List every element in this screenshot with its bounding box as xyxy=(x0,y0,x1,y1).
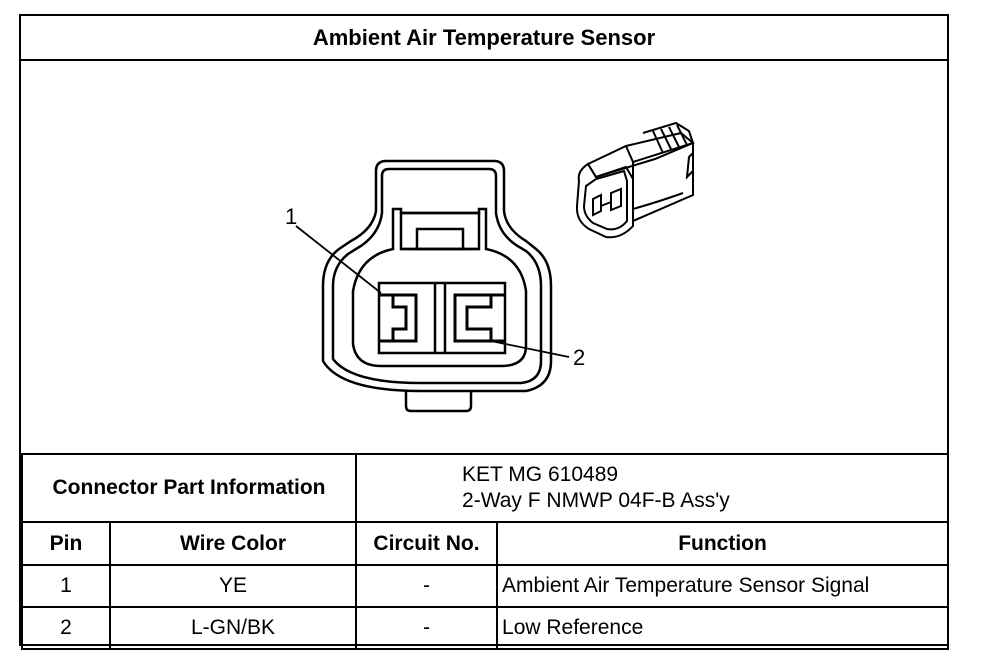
iso-face-inner xyxy=(582,169,628,231)
function-cell: Low Reference xyxy=(496,606,950,650)
connector-part-value: KET MG 610489 2-Way F NMWP 04F-B Ass'y xyxy=(355,453,950,523)
function-cell: Ambient Air Temperature Sensor Signal xyxy=(496,564,950,608)
connector-lock-bar xyxy=(399,211,481,251)
iso-body-top xyxy=(586,131,695,179)
connector-part-row: Connector Part Information KET MG 610489… xyxy=(20,453,950,523)
circuit-cell: - xyxy=(355,606,499,650)
connector-outer-shell xyxy=(321,159,553,393)
terminal-housing xyxy=(377,281,507,355)
connector-inner-shell xyxy=(331,167,543,385)
table-header-row: Pin Wire Color Circuit No. Function xyxy=(21,521,950,566)
connector-figure: 1 2 xyxy=(21,61,947,453)
header-function: Function xyxy=(496,521,950,566)
connector-face-view xyxy=(295,159,570,413)
wire-color-cell: YE xyxy=(108,564,358,608)
iso-face-terminals xyxy=(592,187,622,217)
iso-body-right xyxy=(685,152,694,180)
iso-face-outer xyxy=(575,162,634,239)
page-title: Ambient Air Temperature Sensor xyxy=(312,24,656,50)
iso-latch xyxy=(642,121,694,154)
callout-2-leader xyxy=(490,340,570,358)
callout-2-label: 2 xyxy=(573,345,586,370)
connector-drawing xyxy=(295,121,695,413)
connector-part-description: 2-Way F NMWP 04F-B Ass'y xyxy=(462,489,730,512)
table-row: 2 L-GN/BK - Low Reference xyxy=(21,606,950,650)
header-circuit-no: Circuit No. xyxy=(355,521,499,566)
iso-body-side xyxy=(625,142,694,222)
wire-color-cell: L-GN/BK xyxy=(108,606,358,650)
pin-1-terminal xyxy=(379,293,418,343)
pin-cell: 2 xyxy=(21,606,111,650)
header-wire-color: Wire Color xyxy=(108,521,358,566)
pin-cell: 1 xyxy=(21,564,111,608)
header-pin: Pin xyxy=(21,521,111,566)
callout-1-leader xyxy=(295,225,382,294)
connector-part-number: KET MG 610489 xyxy=(462,463,619,486)
callout-1-label: 1 xyxy=(285,204,298,229)
connector-bottom-key xyxy=(404,391,473,413)
circuit-cell: - xyxy=(355,564,499,608)
connector-part-label: Connector Part Information xyxy=(20,453,358,523)
pin-2-terminal xyxy=(453,293,505,343)
connector-table: Connector Part Information KET MG 610489… xyxy=(20,453,950,650)
connector-isometric-view xyxy=(575,121,695,239)
table-row: 1 YE - Ambient Air Temperature Sensor Si… xyxy=(21,564,950,608)
title-bar: Ambient Air Temperature Sensor xyxy=(21,16,947,61)
connector-sheet: Ambient Air Temperature Sensor xyxy=(19,14,950,650)
connector-lock-tab xyxy=(415,227,465,251)
connector-cavity xyxy=(351,207,528,368)
